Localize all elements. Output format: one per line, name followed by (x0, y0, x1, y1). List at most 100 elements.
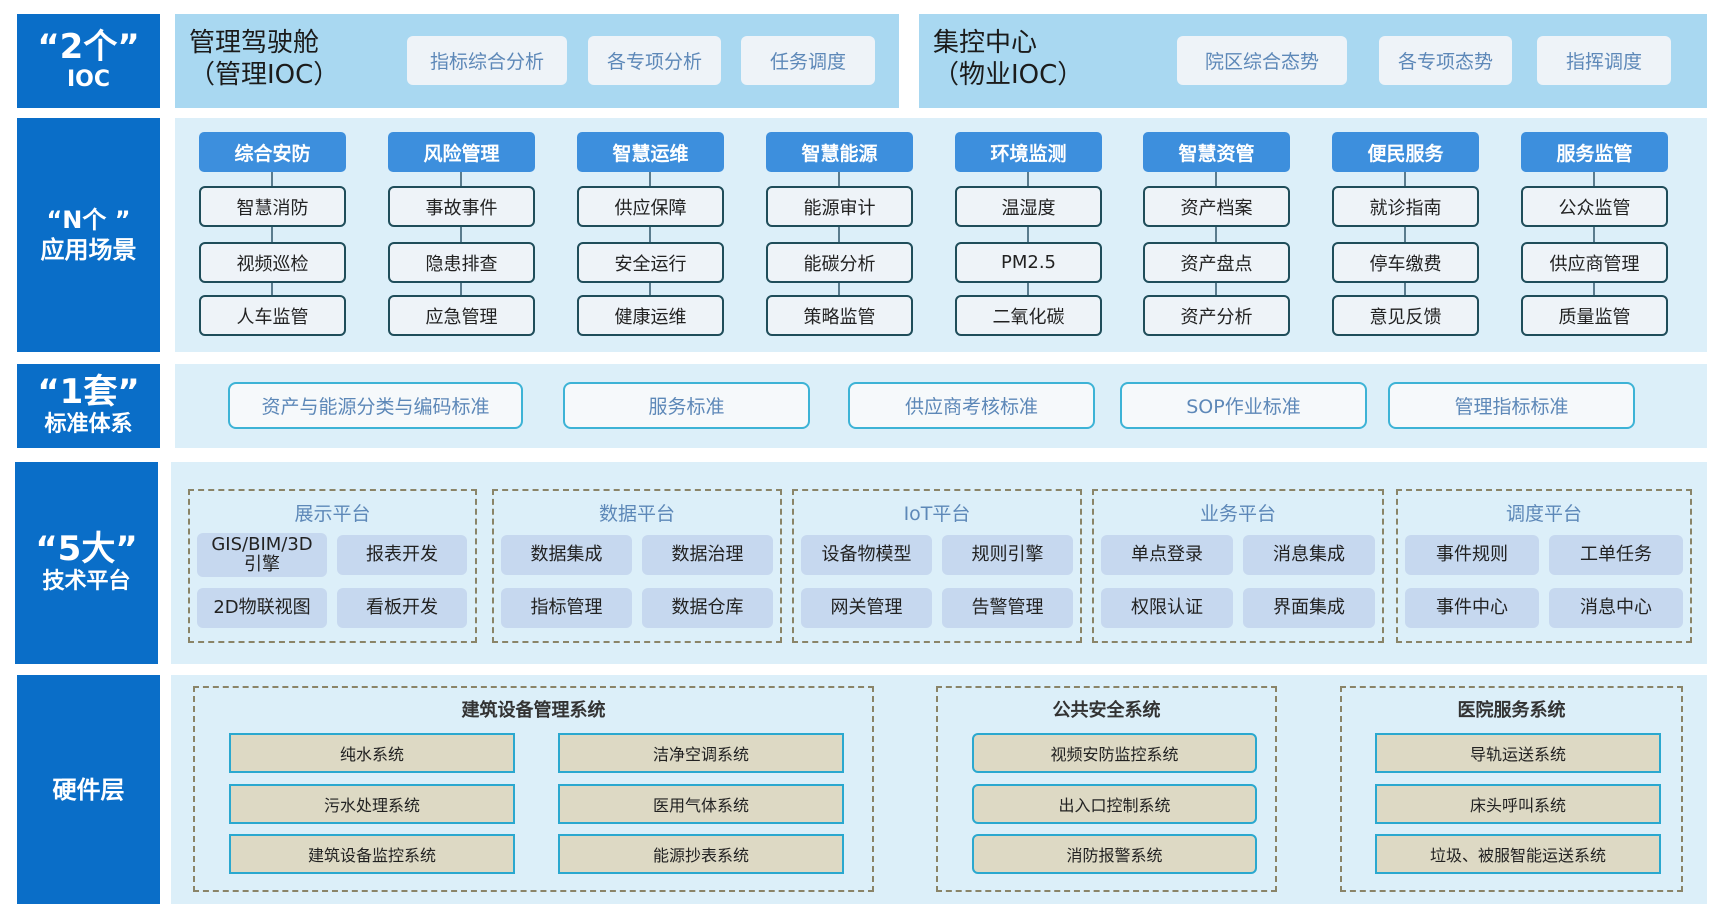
tech-item-dispatch-1[interactable]: 事件规则 (1405, 535, 1539, 575)
scenario-item-convenience-2[interactable]: 停车缴费 (1332, 242, 1479, 283)
standard-service[interactable]: 服务标准 (563, 382, 810, 429)
layer-standards-name: 标准体系 (44, 412, 133, 437)
tech-item-business-1[interactable]: 单点登录 (1101, 535, 1233, 575)
task-dispatch-button[interactable]: 任务调度 (741, 36, 875, 85)
hardware-pure-water[interactable]: 纯水系统 (229, 733, 515, 773)
layer-ioc-count: “2个” (37, 27, 140, 67)
scenario-head-energy[interactable]: 智慧能源 (766, 132, 913, 172)
tech-item-display-2[interactable]: 报表开发 (337, 535, 467, 575)
hardware-building-monitoring[interactable]: 建筑设备监控系统 (229, 834, 515, 874)
hardware-energy-metering[interactable]: 能源抄表系统 (558, 834, 844, 874)
layer-tech-count: “5大” (35, 529, 138, 569)
tech-item-iot-1[interactable]: 设备物模型 (801, 535, 932, 575)
tech-item-display-3[interactable]: 2D物联视图 (197, 588, 327, 628)
scenario-item-assets-2[interactable]: 资产盘点 (1143, 242, 1290, 283)
standard-management-indicators[interactable]: 管理指标标准 (1388, 382, 1635, 429)
ioc-management-title-line2: （管理IOC） (189, 60, 340, 90)
scenario-item-supervision-3[interactable]: 质量监管 (1521, 295, 1668, 336)
scenario-head-convenience[interactable]: 便民服务 (1332, 132, 1479, 172)
scenario-item-environment-1[interactable]: 温湿度 (955, 186, 1102, 227)
tech-item-display-1[interactable]: GIS/BIM/3D引擎 (197, 533, 327, 577)
tech-item-display-4[interactable]: 看板开发 (337, 588, 467, 628)
scenario-item-risk-2[interactable]: 隐患排查 (388, 242, 535, 283)
tech-platform-iot: IoT平台设备物模型规则引擎网关管理告警管理 (792, 489, 1082, 643)
scenario-item-energy-3[interactable]: 策略监管 (766, 295, 913, 336)
tech-item-business-3[interactable]: 权限认证 (1101, 588, 1233, 628)
tech-item-business-4[interactable]: 界面集成 (1243, 588, 1375, 628)
tech-item-data-3[interactable]: 指标管理 (501, 588, 632, 628)
hardware-hospital-service-title: 医院服务系统 (1457, 700, 1566, 721)
scenario-head-supervision[interactable]: 服务监管 (1521, 132, 1668, 172)
hardware-sewage[interactable]: 污水处理系统 (229, 784, 515, 824)
tech-platform-dispatch: 调度平台事件规则工单任务事件中心消息中心 (1396, 489, 1692, 643)
scenario-head-operations[interactable]: 智慧运维 (577, 132, 724, 172)
indicator-analysis-button[interactable]: 指标综合分析 (407, 36, 567, 85)
tech-item-data-2[interactable]: 数据治理 (642, 535, 773, 575)
command-dispatch-button[interactable]: 指挥调度 (1537, 36, 1671, 85)
tech-platform-business: 业务平台单点登录消息集成权限认证界面集成 (1092, 489, 1384, 643)
tech-item-iot-2[interactable]: 规则引擎 (942, 535, 1073, 575)
special-analysis-button[interactable]: 各专项分析 (588, 36, 721, 85)
standard-supplier-assessment[interactable]: 供应商考核标准 (848, 382, 1095, 429)
scenario-item-risk-3[interactable]: 应急管理 (388, 295, 535, 336)
scenario-item-assets-3[interactable]: 资产分析 (1143, 295, 1290, 336)
tech-platform-business-title: 业务平台 (1199, 503, 1276, 525)
hardware-hospital-service-box: 医院服务系统 导轨运送系统 床头呼叫系统 垃圾、被服智能运送系统 (1340, 686, 1683, 892)
scenario-item-convenience-3[interactable]: 意见反馈 (1332, 295, 1479, 336)
scenario-item-operations-2[interactable]: 安全运行 (577, 242, 724, 283)
tech-item-iot-3[interactable]: 网关管理 (801, 588, 932, 628)
scenario-item-energy-1[interactable]: 能源审计 (766, 186, 913, 227)
scenario-head-risk[interactable]: 风险管理 (388, 132, 535, 172)
hardware-fire-alarm[interactable]: 消防报警系统 (972, 834, 1257, 874)
hardware-medical-gas[interactable]: 医用气体系统 (558, 784, 844, 824)
tech-item-dispatch-4[interactable]: 消息中心 (1549, 588, 1683, 628)
scenario-item-environment-3[interactable]: 二氧化碳 (955, 295, 1102, 336)
tech-item-business-2[interactable]: 消息集成 (1243, 535, 1375, 575)
layer-label-scenarios: “N个 ” 应用场景 (17, 118, 160, 352)
layer-label-ioc: “2个” IOC (17, 14, 160, 108)
scenario-item-risk-1[interactable]: 事故事件 (388, 186, 535, 227)
tech-item-dispatch-3[interactable]: 事件中心 (1405, 588, 1539, 628)
scenario-item-operations-1[interactable]: 供应保障 (577, 186, 724, 227)
special-status-button[interactable]: 各专项态势 (1379, 36, 1512, 85)
scenario-item-convenience-1[interactable]: 就诊指南 (1332, 186, 1479, 227)
tech-platform-data-title: 数据平台 (598, 503, 675, 525)
standard-asset-energy-coding[interactable]: 资产与能源分类与编码标准 (228, 382, 523, 429)
scenario-head-environment[interactable]: 环境监测 (955, 132, 1102, 172)
hardware-video-surveillance[interactable]: 视频安防监控系统 (972, 733, 1257, 773)
tech-platform-dispatch-title: 调度平台 (1505, 503, 1582, 525)
tech-item-iot-4[interactable]: 告警管理 (942, 588, 1073, 628)
scenario-item-security-3[interactable]: 人车监管 (199, 295, 346, 336)
hardware-waste-linen-transport[interactable]: 垃圾、被服智能运送系统 (1375, 834, 1661, 874)
ioc-management-title: 管理驾驶舱 （管理IOC） (189, 27, 339, 91)
scenario-item-assets-1[interactable]: 资产档案 (1143, 186, 1290, 227)
tech-item-data-4[interactable]: 数据仓库 (642, 588, 773, 628)
hardware-bedside-call[interactable]: 床头呼叫系统 (1375, 784, 1661, 824)
layer-standards-count: “1套” (37, 372, 140, 412)
ioc-control-title-line1: 集控中心 (933, 28, 1038, 58)
layer-label-tech: “5大” 技术平台 (15, 462, 158, 664)
scenario-item-energy-2[interactable]: 能碳分析 (766, 242, 913, 283)
ioc-management-panel: 管理驾驶舱 （管理IOC） 指标综合分析 各专项分析 任务调度 (175, 14, 899, 108)
scenario-head-security[interactable]: 综合安防 (199, 132, 346, 172)
scenario-item-security-1[interactable]: 智慧消防 (199, 186, 346, 227)
hardware-building-equipment-box: 建筑设备管理系统 纯水系统 洁净空调系统 污水处理系统 医用气体系统 建筑设备监… (193, 686, 874, 892)
ioc-control-title: 集控中心 （物业IOC） (933, 27, 1083, 91)
standard-sop[interactable]: SOP作业标准 (1120, 382, 1367, 429)
layer-ioc-name: IOC (66, 67, 111, 92)
hardware-access-control[interactable]: 出入口控制系统 (972, 784, 1257, 824)
layer-label-standards: “1套” 标准体系 (17, 364, 160, 448)
scenario-item-operations-3[interactable]: 健康运维 (577, 295, 724, 336)
scenario-item-security-2[interactable]: 视频巡检 (199, 242, 346, 283)
tech-item-data-1[interactable]: 数据集成 (501, 535, 632, 575)
hardware-clean-air[interactable]: 洁净空调系统 (558, 733, 844, 773)
scenario-item-supervision-2[interactable]: 供应商管理 (1521, 242, 1668, 283)
scenario-item-environment-2[interactable]: PM2.5 (955, 242, 1102, 283)
tech-item-dispatch-2[interactable]: 工单任务 (1549, 535, 1683, 575)
scenario-head-assets[interactable]: 智慧资管 (1143, 132, 1290, 172)
hardware-public-safety-box: 公共安全系统 视频安防监控系统 出入口控制系统 消防报警系统 (936, 686, 1277, 892)
scenario-item-supervision-1[interactable]: 公众监管 (1521, 186, 1668, 227)
campus-overview-button[interactable]: 院区综合态势 (1177, 36, 1347, 85)
hardware-rail-transport[interactable]: 导轨运送系统 (1375, 733, 1661, 773)
